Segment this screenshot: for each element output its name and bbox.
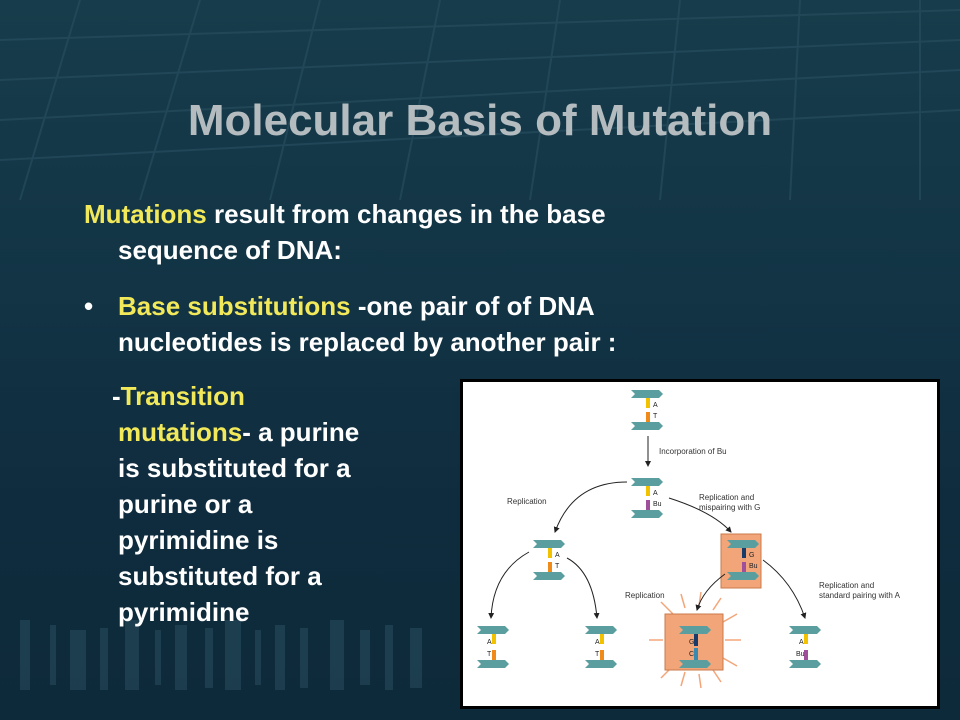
slide-title: Molecular Basis of Mutation	[187, 96, 773, 145]
dna-pair-bu: A Bu	[631, 478, 663, 518]
paragraph-mutations: Mutations result from changes in the bas…	[84, 196, 844, 268]
label-replication-standard-2: standard pairing with A	[819, 591, 901, 600]
base-label: G	[689, 639, 694, 646]
base-label: A	[595, 639, 600, 646]
p3-line: pyrimidine is	[118, 525, 279, 555]
dna-pair-bottom-3: G C	[679, 626, 711, 668]
base-label: A	[653, 490, 658, 497]
base-label: A	[799, 639, 804, 646]
p3-line: substituted for a	[118, 561, 322, 591]
bullet-marker: •	[84, 291, 94, 321]
base-label: T	[653, 413, 658, 420]
label-replication-center: Replication	[625, 591, 665, 600]
p3-line: pyrimidine	[118, 597, 250, 627]
p1-line2: sequence of DNA:	[118, 235, 342, 265]
dna-pair-top: A T	[631, 390, 663, 430]
dna-pair-bottom-2: A T	[585, 626, 617, 668]
base-label: Bu	[749, 563, 758, 570]
label-replication-mispair-2: mispairing with G	[699, 503, 760, 512]
p1-text: result from changes in the base	[206, 199, 606, 229]
mutation-diagram: A T Incorporation of Bu A Bu Replication…	[460, 379, 940, 709]
bullet-base-substitutions: •Base substitutions -one pair of of DNA …	[84, 288, 884, 360]
base-label: A	[555, 552, 560, 559]
dna-pair-bottom-4: A Bu	[789, 626, 821, 668]
p2-text: -one pair of of DNA	[350, 291, 595, 321]
p2-line2: nucleotides is replaced by another pair …	[118, 327, 617, 357]
p3-text-1: - a purine	[242, 417, 360, 447]
label-replication-mispair: Replication and	[699, 493, 754, 502]
keyword-mutations-2: mutations	[118, 417, 243, 447]
dna-pair-bottom-1: A T	[477, 626, 509, 668]
p3-dash: -	[112, 381, 121, 411]
paragraph-transition-mutations: -Transition mutations- a purine is subst…	[112, 378, 452, 630]
label-incorporation: Incorporation of Bu	[659, 447, 727, 456]
p3-line: is substituted for a	[118, 453, 351, 483]
p3-line: purine or a	[118, 489, 253, 519]
keyword-mutations: Mutations	[84, 199, 207, 229]
base-label: T	[555, 563, 560, 570]
dna-pair-left-mid: A T	[533, 540, 565, 580]
label-replication-left: Replication	[507, 497, 547, 506]
base-label: A	[487, 639, 492, 646]
base-label: T	[487, 651, 492, 658]
keyword-base-substitutions: Base substitutions	[118, 291, 351, 321]
base-label: Bu	[796, 651, 805, 658]
base-label: A	[653, 402, 658, 409]
label-replication-standard: Replication and	[819, 581, 874, 590]
base-label: C	[689, 651, 694, 658]
base-label: T	[595, 651, 600, 658]
dna-pair-mispair: G Bu	[727, 540, 759, 580]
keyword-transition: Transition	[120, 381, 245, 411]
base-label: Bu	[653, 501, 662, 508]
base-label: G	[749, 552, 754, 559]
